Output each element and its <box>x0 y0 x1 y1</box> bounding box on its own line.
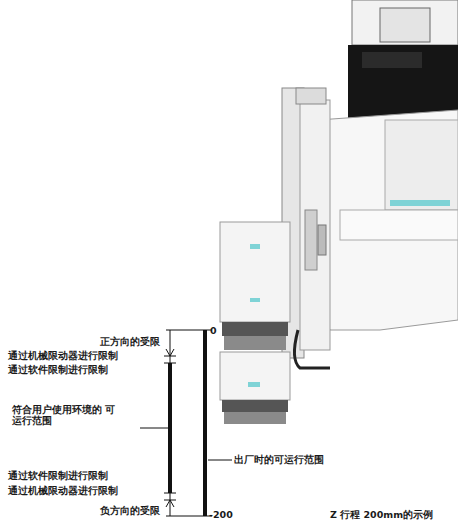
limit-note: 正方向的受限 <box>100 336 160 347</box>
limit-note: 通过机械限动器进行限制 <box>8 350 118 361</box>
caption-note: Z 行程 200mm的示例 <box>330 509 433 520</box>
limit-note: 通过软件限制进行限制 <box>8 470 108 481</box>
limit-note: 通过软件限制进行限制 <box>8 364 108 375</box>
range-note: 出厂时的可运行范围 <box>234 454 324 465</box>
stroke-end: -200 <box>209 509 233 520</box>
range-note: 符合用户使用环境的 可运行范围 <box>12 404 124 427</box>
stroke-zero: 0 <box>210 325 217 336</box>
limit-note: 通过机械限动器进行限制 <box>8 485 118 496</box>
limit-note: 负方向的受限 <box>100 505 160 516</box>
